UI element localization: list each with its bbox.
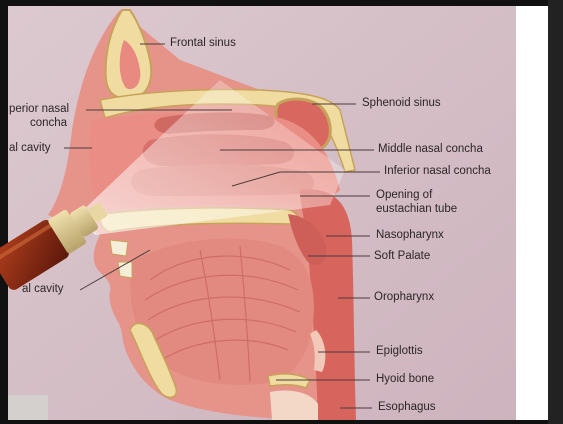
label-esophagus: Esophagus [378,401,436,414]
label-opening-eustachian-line2: eustachian tube [376,203,457,216]
label-frontal-sinus: Frontal sinus [170,37,236,50]
label-superior-nasal-concha-line1: perior nasal [9,103,69,116]
upper-teeth [110,240,128,256]
label-nasal-cavity: al cavity [9,142,51,155]
label-superior-nasal-concha-line2: concha [30,117,67,130]
label-inferior-nasal-concha: Inferior nasal concha [384,165,491,178]
label-hyoid-bone: Hyoid bone [376,373,434,386]
label-oral-cavity: al cavity [22,283,64,296]
label-nasopharynx: Nasopharynx [376,229,444,242]
label-middle-nasal-concha: Middle nasal concha [378,143,483,156]
label-oropharynx: Oropharynx [374,291,434,304]
label-opening-eustachian-line1: Opening of [376,189,432,202]
label-sphenoid-sinus: Sphenoid sinus [362,97,441,110]
label-soft-palate: Soft Palate [374,250,430,263]
label-epiglottis: Epiglottis [376,345,423,358]
